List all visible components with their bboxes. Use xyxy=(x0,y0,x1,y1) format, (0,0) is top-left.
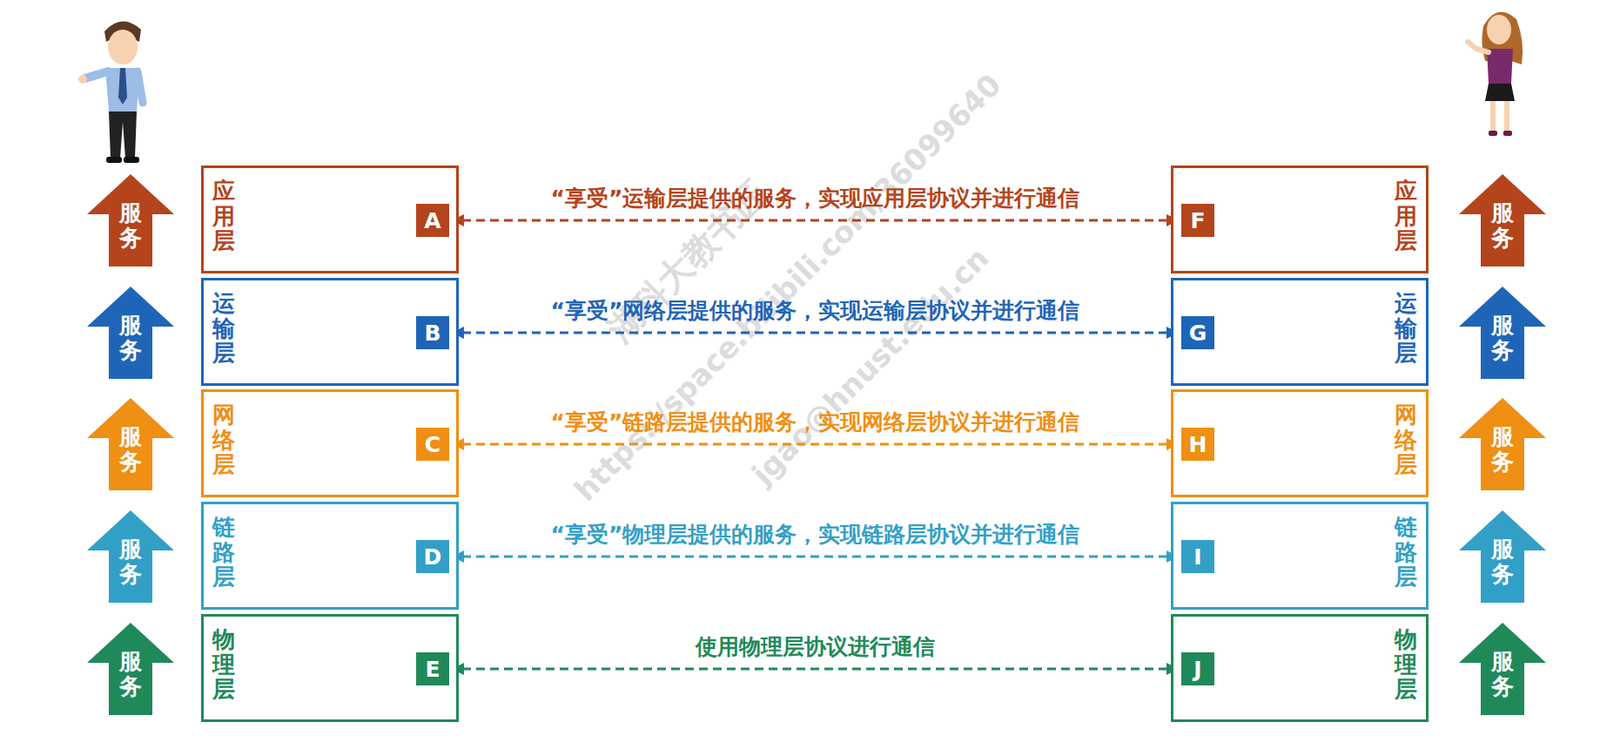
edge-label: “享受”网络层提供的服务，实现运输层协议并进行通信 xyxy=(551,297,1081,324)
edge-label: “享受”链路层提供的服务，实现网络层协议并进行通信 xyxy=(551,409,1081,436)
layer-box: 物理层 J xyxy=(1170,613,1429,722)
letter-badge: G xyxy=(1181,315,1215,350)
service-text: 服务 xyxy=(1491,648,1514,699)
badge-letter: G xyxy=(1189,322,1208,344)
badge-letter: H xyxy=(1189,433,1208,456)
badge-letter: C xyxy=(424,433,441,456)
service-text: 服务 xyxy=(119,312,142,363)
edge-label: 使用物理层协议进行通信 xyxy=(695,633,935,660)
service-text: 服务 xyxy=(119,200,142,250)
badge-letter: E xyxy=(424,658,440,680)
arrow-fill xyxy=(87,286,175,379)
arrow-fill xyxy=(87,174,175,267)
dashed-connector xyxy=(451,214,1179,227)
letter-badge: J xyxy=(1181,652,1215,686)
service-text: 服务 xyxy=(1491,200,1514,250)
letter-badge: C xyxy=(416,427,450,461)
layer-name: 物理层 xyxy=(1394,626,1418,702)
letter-badge: F xyxy=(1181,203,1215,237)
layer-name: 链路层 xyxy=(1394,514,1418,590)
connector-line xyxy=(462,331,1169,335)
service-arrow: 服务 xyxy=(1458,510,1547,603)
arrow-fill xyxy=(1458,397,1547,491)
letter-badge: D xyxy=(416,539,450,573)
dashed-connector xyxy=(451,550,1179,563)
letter-badge: A xyxy=(416,203,450,237)
connector-line xyxy=(462,555,1169,558)
layer-box: 应用层 F xyxy=(1170,165,1429,274)
letter-badge: H xyxy=(1181,427,1215,461)
layer-box: 运输层 B xyxy=(201,277,459,386)
service-text: 服务 xyxy=(1491,536,1514,586)
service-text: 服务 xyxy=(119,648,142,699)
arrow-fill xyxy=(87,622,175,715)
layer-name: 网络层 xyxy=(1394,402,1418,478)
edge-label: “享受”运输层提供的服务，实现应用层协议并进行通信 xyxy=(551,185,1081,212)
layer-box: 链路层 I xyxy=(1170,501,1429,610)
connector-line xyxy=(462,219,1169,222)
service-arrow: 服务 xyxy=(87,622,175,715)
layer-box: 链路层 D xyxy=(201,501,459,610)
layer-box: 网络层 H xyxy=(1170,389,1429,498)
woman-figure xyxy=(1467,12,1523,136)
service-arrow: 服务 xyxy=(87,510,175,603)
badge-letter: F xyxy=(1189,209,1205,232)
dashed-connector xyxy=(451,662,1179,675)
arrow-fill xyxy=(87,397,175,491)
service-text: 服务 xyxy=(1491,423,1514,474)
layer-name: 链路层 xyxy=(212,514,236,590)
layer-box: 物理层 E xyxy=(201,613,459,722)
badge-letter: D xyxy=(423,545,443,568)
arrow-fill xyxy=(1458,286,1547,379)
service-arrow: 服务 xyxy=(1458,622,1547,715)
arrow-fill xyxy=(87,510,175,603)
service-arrow: 服务 xyxy=(1458,286,1547,379)
letter-badge: E xyxy=(416,652,450,686)
badge-letter: J xyxy=(1193,658,1202,680)
layer-name: 运输层 xyxy=(1394,290,1418,366)
arrow-fill xyxy=(1458,510,1547,603)
connector-line xyxy=(462,667,1169,671)
layer-name: 网络层 xyxy=(212,402,236,478)
layer-name: 应用层 xyxy=(1394,178,1418,254)
layer-box: 应用层 A xyxy=(201,165,459,274)
badge-letter: I xyxy=(1193,545,1202,568)
service-text: 服务 xyxy=(1491,312,1514,363)
letter-badge: B xyxy=(416,315,450,350)
dashed-connector xyxy=(451,437,1179,451)
service-arrow: 服务 xyxy=(87,397,175,491)
service-arrow: 服务 xyxy=(1458,397,1547,491)
badge-letter: B xyxy=(423,322,441,344)
layer-name: 应用层 xyxy=(212,178,236,254)
layer-name: 物理层 xyxy=(212,626,236,702)
service-arrow: 服务 xyxy=(87,174,175,267)
layer-name: 运输层 xyxy=(212,290,236,366)
letter-badge: I xyxy=(1181,539,1215,573)
arrow-fill xyxy=(1458,174,1547,267)
service-text: 服务 xyxy=(119,423,142,474)
connector-line xyxy=(462,443,1169,446)
edge-label: “享受”物理层提供的服务，实现链路层协议并进行通信 xyxy=(551,521,1081,548)
arrow-fill xyxy=(1458,622,1547,715)
service-text: 服务 xyxy=(119,536,142,586)
layer-box: 运输层 G xyxy=(1170,277,1429,386)
badge-letter: A xyxy=(423,209,441,232)
service-arrow: 服务 xyxy=(87,286,175,379)
layer-box: 网络层 C xyxy=(201,389,459,498)
service-arrow: 服务 xyxy=(1458,174,1547,267)
dashed-connector xyxy=(451,326,1179,339)
man-figure xyxy=(78,20,143,163)
